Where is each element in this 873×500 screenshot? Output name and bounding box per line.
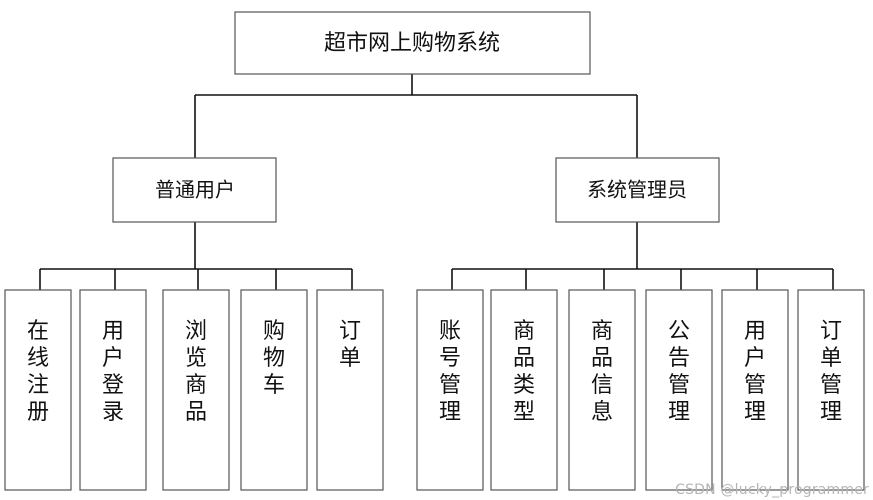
connector-lines: [39, 74, 834, 290]
leaf-node: 商品类型: [490, 289, 558, 491]
root-node: 超市网上购物系统: [234, 11, 591, 75]
leaf-node-label: 商品信息: [591, 319, 613, 425]
leaf-node-label: 浏览商品: [185, 319, 207, 425]
leaf-node-label: 账号管理: [439, 319, 461, 425]
leaf-node: 用户管理: [721, 289, 789, 491]
leaf-node-label: 用户管理: [744, 319, 766, 425]
leaf-node: 订单管理: [797, 289, 865, 491]
watermark: CSDN @lucky_programmer: [675, 482, 869, 498]
leaf-node: 商品信息: [568, 289, 636, 491]
leaf-node-label: 购物车: [263, 319, 285, 398]
leaf-node-label: 订单管理: [820, 319, 842, 425]
leaf-node-label: 公告管理: [668, 319, 690, 425]
leaf-node: 用户登录: [79, 289, 147, 491]
group-node-label: 普通用户: [155, 178, 235, 202]
leaf-node: 在线注册: [4, 289, 72, 491]
leaf-node: 购物车: [240, 289, 308, 491]
leaf-nodes: 在线注册 用户登录 浏览商品 购物车 订单 账号管理 商品类型 商品信息 公告管理 用户管理 订单管…: [4, 289, 865, 491]
leaf-node: 浏览商品: [162, 289, 230, 491]
leaf-node-label: 用户登录: [102, 319, 124, 425]
leaf-node: 账号管理: [416, 289, 484, 491]
leaf-node: 订单: [316, 289, 384, 491]
leaf-node-label: 订单: [339, 319, 361, 371]
group-node-label: 系统管理员: [587, 178, 687, 202]
root-node-label: 超市网上购物系统: [324, 31, 500, 56]
group-node-regular-user: 普通用户: [112, 157, 277, 223]
leaf-node: 公告管理: [645, 289, 713, 491]
leaf-node-label: 商品类型: [513, 319, 535, 425]
leaf-node-label: 在线注册: [27, 319, 49, 425]
group-node-admin: 系统管理员: [555, 157, 720, 223]
